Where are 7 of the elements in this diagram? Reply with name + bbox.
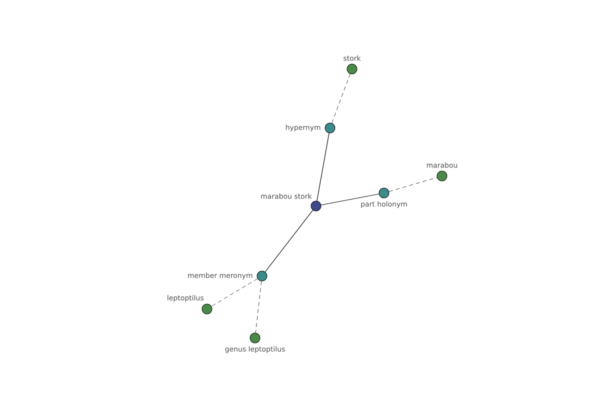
connector (264, 210, 314, 272)
dashed-connector (332, 74, 350, 124)
dashed-connector (255, 281, 262, 333)
dashed-connector (388, 177, 438, 192)
dashed-connector (211, 278, 258, 306)
connector (320, 194, 380, 206)
connector (316, 132, 330, 202)
